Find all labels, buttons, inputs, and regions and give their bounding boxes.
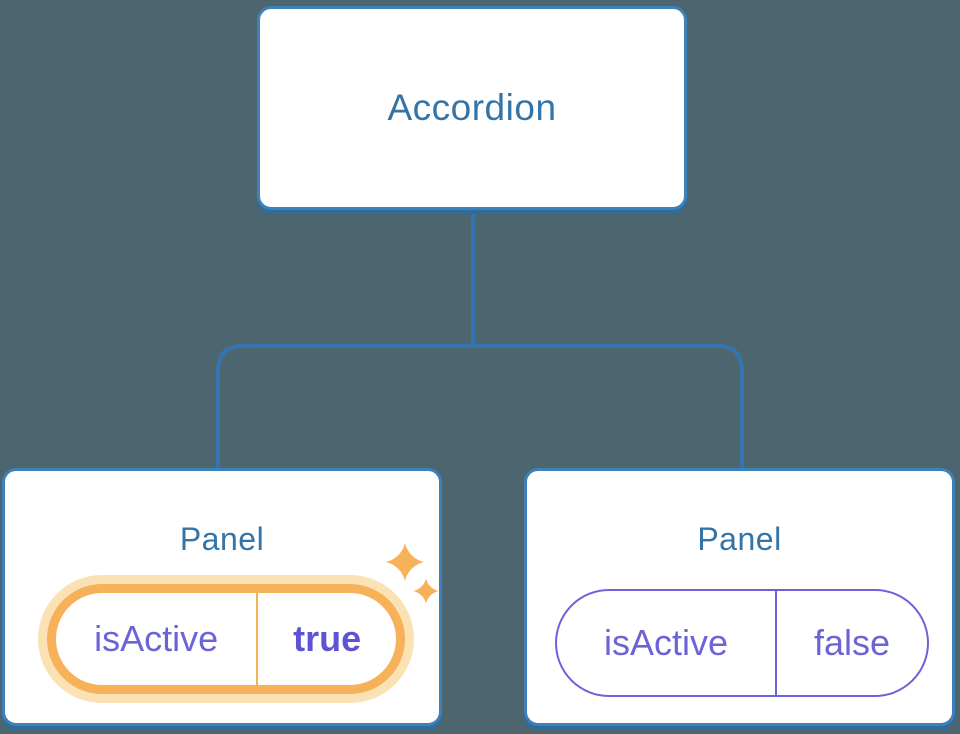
panel-active-label: Panel xyxy=(179,521,265,557)
connector-branches xyxy=(216,344,744,470)
component-box-panel-inactive: Panel isActive false xyxy=(524,468,955,726)
state-pill-active: isActive true xyxy=(47,584,405,694)
component-box-panel-active: Panel isActive true xyxy=(2,468,442,726)
state-pill-inactive: isActive false xyxy=(555,589,929,697)
state-value-true: true xyxy=(293,618,362,659)
panel-inactive-label: Panel xyxy=(697,521,782,557)
state-prop-name: isActive xyxy=(56,593,259,685)
sparkle-icon xyxy=(386,543,439,604)
sparkle-large-icon xyxy=(386,543,424,581)
component-box-accordion: Accordion xyxy=(257,6,687,210)
state-value-false: false xyxy=(814,622,891,663)
accordion-label: Accordion xyxy=(387,87,557,128)
state-prop-name: isActive xyxy=(557,591,778,695)
sparkle-small-icon xyxy=(413,578,439,604)
